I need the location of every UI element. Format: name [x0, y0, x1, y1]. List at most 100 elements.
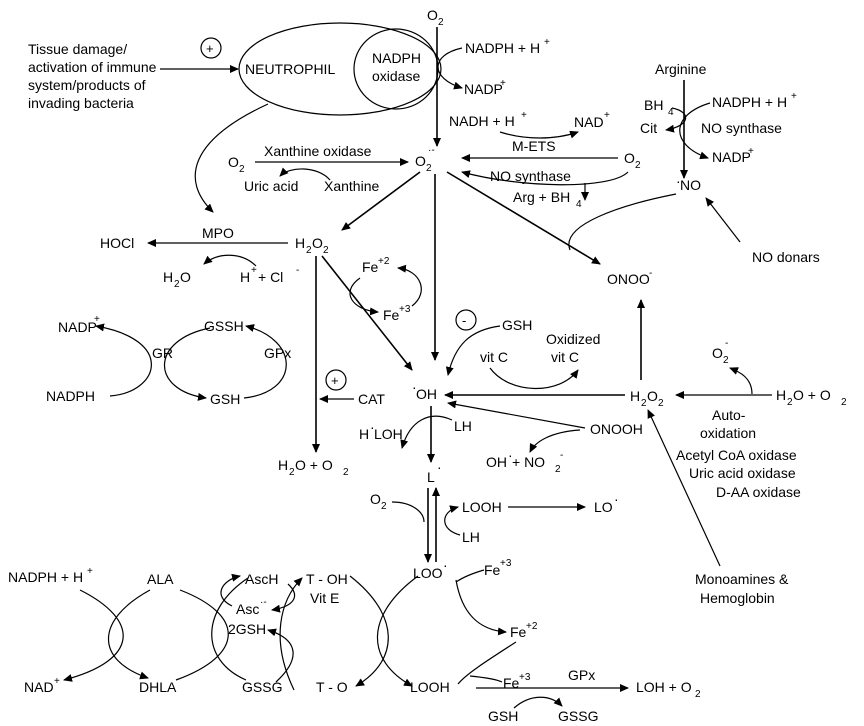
svg-text:Fe: Fe: [484, 562, 501, 578]
svg-text:O: O: [312, 235, 323, 251]
hloh: H · LOH: [359, 419, 403, 442]
svg-text:Fe: Fe: [503, 675, 520, 691]
o2-xanthine: O 2: [228, 154, 245, 175]
dhla-label: DHLA: [139, 679, 177, 695]
arc-o2-into-lipid: [391, 501, 425, 523]
svg-text:2: 2: [635, 160, 641, 171]
hemoglobin-label: Hemoglobin: [700, 590, 775, 606]
svg-text:2: 2: [289, 467, 295, 478]
neutrophil-cell: [238, 22, 442, 116]
svg-text:+: +: [604, 110, 610, 121]
svg-text:system/products of: system/products of: [28, 77, 146, 93]
nadph-left: NADPH: [46, 388, 95, 404]
xanthine-label: Xanthine: [324, 178, 379, 194]
svg-text:OH: OH: [416, 386, 437, 402]
svg-text:Asc: Asc: [236, 601, 259, 617]
nad-top: NAD +: [574, 110, 610, 130]
svg-text:+: +: [54, 676, 60, 687]
svg-text:LOO: LOO: [413, 565, 443, 581]
fe-plus3-top: Fe +3: [383, 304, 411, 323]
o2-lipid: O 2: [370, 491, 387, 512]
two-gsh-label: 2GSH: [228, 621, 266, 637]
nadh-h: NADH + H +: [449, 110, 527, 129]
svg-text:L: L: [427, 469, 435, 485]
gssg-bottom: GSSG: [558, 708, 598, 724]
gpx-label-2: GPx: [568, 667, 595, 683]
onooh-label: ONOOH: [590, 421, 643, 437]
o2-right: O 2: [624, 150, 641, 171]
monoamines-label: Monoamines &: [695, 571, 789, 587]
xanthine-oxidase-label: Xanthine oxidase: [264, 143, 372, 159]
nad-bottom: NAD +: [24, 676, 60, 695]
asch-label: AscH: [245, 571, 278, 587]
mpo-label: MPO: [202, 225, 234, 241]
tissue-damage-label: Tissue damage/ activation of immune syst…: [28, 41, 157, 111]
h2o-o2-center: H 2 O + O 2: [278, 457, 349, 478]
svg-text:H: H: [163, 269, 173, 285]
looh-top: LOOH: [462, 499, 502, 515]
svg-text:O: O: [712, 345, 723, 361]
fe-plus2-bottom: Fe +2: [510, 621, 538, 640]
arc-lh-to-looh: [444, 505, 461, 536]
svg-text:4: 4: [576, 199, 582, 210]
minus-circle-gsh: [455, 309, 477, 331]
superoxide-right: O 2 -: [712, 338, 729, 366]
svg-text:T - O: T - O: [316, 679, 348, 695]
arc-nadph-to-nadp: [437, 47, 463, 90]
svg-text:O: O: [180, 269, 191, 285]
svg-text:·: ·: [443, 557, 448, 573]
svg-text:H: H: [359, 426, 369, 442]
arc-xanthine-to-uric: [279, 167, 331, 181]
svg-text:O: O: [624, 150, 635, 166]
arc-no-to-onoo: [568, 193, 677, 251]
svg-text:+3: +3: [399, 304, 411, 315]
svg-text:Arg + BH: Arg + BH: [513, 189, 570, 205]
nadph-h-bottom: NADPH + H +: [8, 566, 93, 585]
svg-text:O: O: [647, 388, 658, 404]
nadp-right: NADP +: [712, 146, 754, 165]
arc-nadph-to-nad: [63, 589, 124, 682]
arc-nadh-to-nad: [499, 130, 579, 139]
svg-text:O: O: [228, 154, 239, 170]
svg-text:·: ·: [370, 419, 375, 435]
svg-text:H: H: [240, 269, 250, 285]
arginine-label: Arginine: [655, 61, 707, 77]
svg-text:+: +: [94, 314, 100, 325]
plus-circle-neutrophil: [200, 37, 222, 59]
svg-text:NAD: NAD: [24, 679, 54, 695]
svg-text:OH: OH: [486, 454, 507, 470]
svg-text:·-: ·-: [428, 145, 435, 156]
neutrophil-label: NEUTROPHIL: [245, 61, 335, 77]
svg-text:+ NO: + NO: [512, 454, 545, 470]
svg-text:O + O: O + O: [295, 457, 333, 473]
svg-text:2: 2: [306, 245, 312, 256]
svg-text:LOH: LOH: [374, 426, 403, 442]
arc-gsh-inhibit: [445, 325, 501, 376]
svg-text:2: 2: [841, 397, 847, 408]
svg-text:2: 2: [174, 279, 180, 290]
arc-gsh-to-gssh: [243, 324, 287, 399]
arc-onooh-to-oh-no2: [529, 429, 581, 453]
svg-text:2: 2: [343, 467, 349, 478]
svg-text:Fe: Fe: [383, 307, 400, 323]
arc-fe2-to-fe3: [349, 277, 379, 316]
lh-label-2: LH: [462, 529, 480, 545]
h-cl: H + + Cl -: [240, 265, 299, 285]
arc-fe3-to-fe2: [397, 264, 422, 307]
nadph-h-top: NADPH + H +: [465, 37, 550, 56]
svg-text:·: ·: [437, 459, 442, 475]
svg-text:LOH + O: LOH + O: [636, 679, 692, 695]
arrow-no-donars-to-no: [705, 197, 741, 243]
auto-label-2: oxidation: [700, 425, 756, 441]
svg-text:+: +: [500, 78, 506, 89]
svg-text:+2: +2: [526, 621, 538, 632]
svg-text:4: 4: [668, 107, 674, 118]
no-synthase-right: NO synthase: [701, 120, 782, 136]
svg-text:H: H: [630, 388, 640, 404]
svg-text:O: O: [370, 491, 381, 507]
svg-text:NADH + H: NADH + H: [449, 113, 515, 129]
svg-text:-: -: [296, 265, 299, 276]
svg-text:+: +: [748, 146, 754, 157]
svg-text:·: ·: [508, 447, 513, 463]
